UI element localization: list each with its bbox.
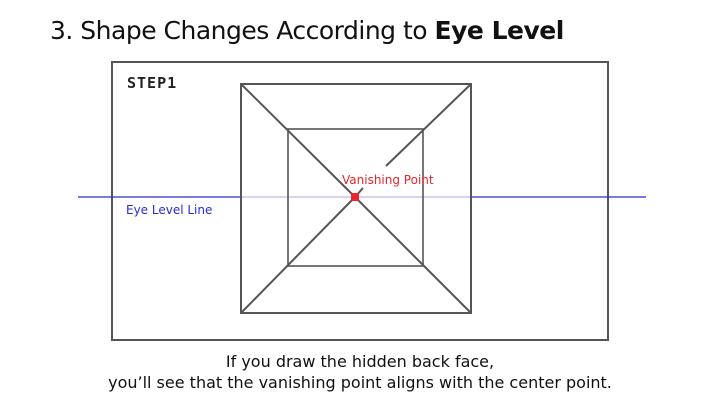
title-prefix: 3. Shape Changes According to (50, 16, 435, 45)
step-label: STEP1 (127, 74, 178, 92)
caption-line-2: you’ll see that the vanishing point alig… (108, 373, 612, 392)
back-face (287, 128, 424, 267)
front-face (240, 83, 472, 314)
diagonal-top-right-upper (385, 83, 472, 167)
vanishing-point-dot (351, 193, 359, 201)
vanishing-point-label: Vanishing Point (342, 173, 434, 187)
caption-line-1: If you draw the hidden back face, (225, 352, 495, 371)
diagonal-bottom-left (240, 196, 356, 314)
eye-level-label: Eye Level Line (126, 203, 213, 217)
page-title: 3. Shape Changes According to Eye Level (50, 14, 564, 48)
title-emphasis: Eye Level (434, 16, 565, 45)
diagonal-bottom-right (354, 196, 472, 314)
diagonal-top-left (240, 83, 356, 198)
diagram-frame (111, 61, 609, 341)
